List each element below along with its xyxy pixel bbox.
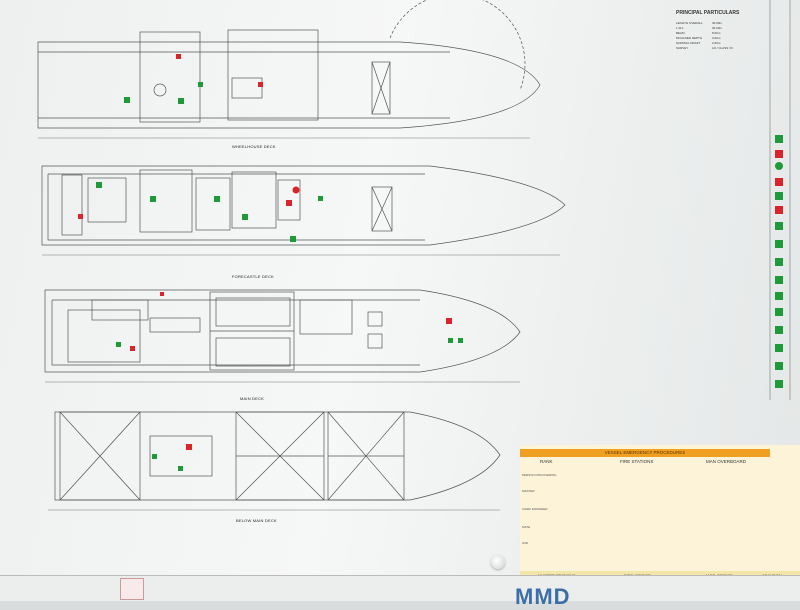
main-deck-plan (44, 289, 521, 383)
particulars-title: PRINCIPAL PARTICULARS (676, 10, 740, 16)
svg-text:36.00m: 36.00m (712, 26, 723, 30)
row-label: PERSON DISCOVERING (522, 473, 557, 477)
emergency-title: VESSEL EMERGENCY PROCEDURES (520, 449, 770, 457)
row-label: CHIEF ENGINEER (522, 507, 548, 511)
svg-text:LR / CLASS VII: LR / CLASS VII (712, 46, 733, 50)
forecastle-deck-plan (41, 165, 566, 256)
svg-text:3.60m: 3.60m (712, 36, 721, 40)
below-main-deck-label: BELOW MAIN DECK (236, 518, 277, 523)
svg-text:BEAM: BEAM (676, 31, 685, 35)
svg-text:LENGTH OVERALL: LENGTH OVERALL (676, 21, 703, 25)
col-fire: FIRE STATIONS (620, 459, 654, 464)
forecastle-deck-label: FORECASTLE DECK (232, 274, 274, 279)
wheelhouse-deck-label: WHEELHOUSE DECK (232, 144, 276, 149)
company-logo: MMD (515, 584, 571, 609)
row-label: MATE (522, 525, 531, 529)
row-label: 2ND (522, 541, 529, 545)
class-stamp-icon (120, 578, 144, 600)
safety-symbols (78, 54, 463, 471)
symbol-legend (769, 0, 791, 400)
pushpin-icon (491, 555, 505, 569)
svg-text:2.60m: 2.60m (712, 41, 721, 45)
wheelhouse-deck-plan (37, 0, 541, 139)
col-rank: RANK (540, 459, 553, 464)
svg-text:SURVEY: SURVEY (676, 46, 688, 50)
svg-text:8.00m: 8.00m (712, 31, 721, 35)
svg-text:40.00m: 40.00m (712, 21, 723, 25)
row-label: MASTER (522, 489, 535, 493)
svg-text:MOULDED DEPTH: MOULDED DEPTH (676, 36, 702, 40)
svg-text:NOMINAL DRAFT: NOMINAL DRAFT (676, 41, 701, 45)
main-deck-label: MAIN DECK (240, 396, 265, 401)
svg-text:L.W.L.: L.W.L. (676, 26, 685, 30)
below-main-deck-plan (48, 411, 501, 511)
particulars-table: LENGTH OVERALL 40.00m L.W.L. 36.00m BEAM… (676, 21, 733, 50)
col-mob: MAN OVERBOARD (706, 459, 747, 464)
